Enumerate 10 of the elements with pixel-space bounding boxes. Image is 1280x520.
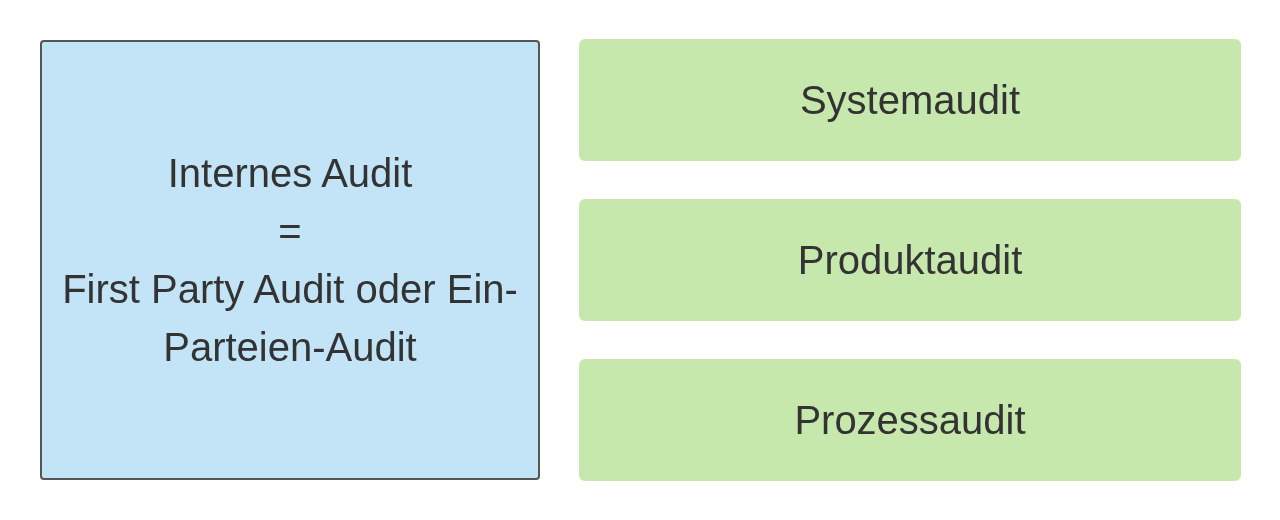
category-box xyxy=(579,359,1241,481)
box-label: Internes Audit xyxy=(167,150,413,197)
box-label: Systemaudit xyxy=(799,77,1021,124)
category-box xyxy=(579,199,1241,321)
box-label: Prozessaudit xyxy=(794,397,1026,444)
box-label: First Party Audit oder Ein-Parteien-Audit xyxy=(61,266,519,371)
box-label: = xyxy=(278,208,302,255)
concept-box xyxy=(40,40,540,480)
box-label: Produktaudit xyxy=(797,237,1023,284)
category-box xyxy=(579,39,1241,161)
